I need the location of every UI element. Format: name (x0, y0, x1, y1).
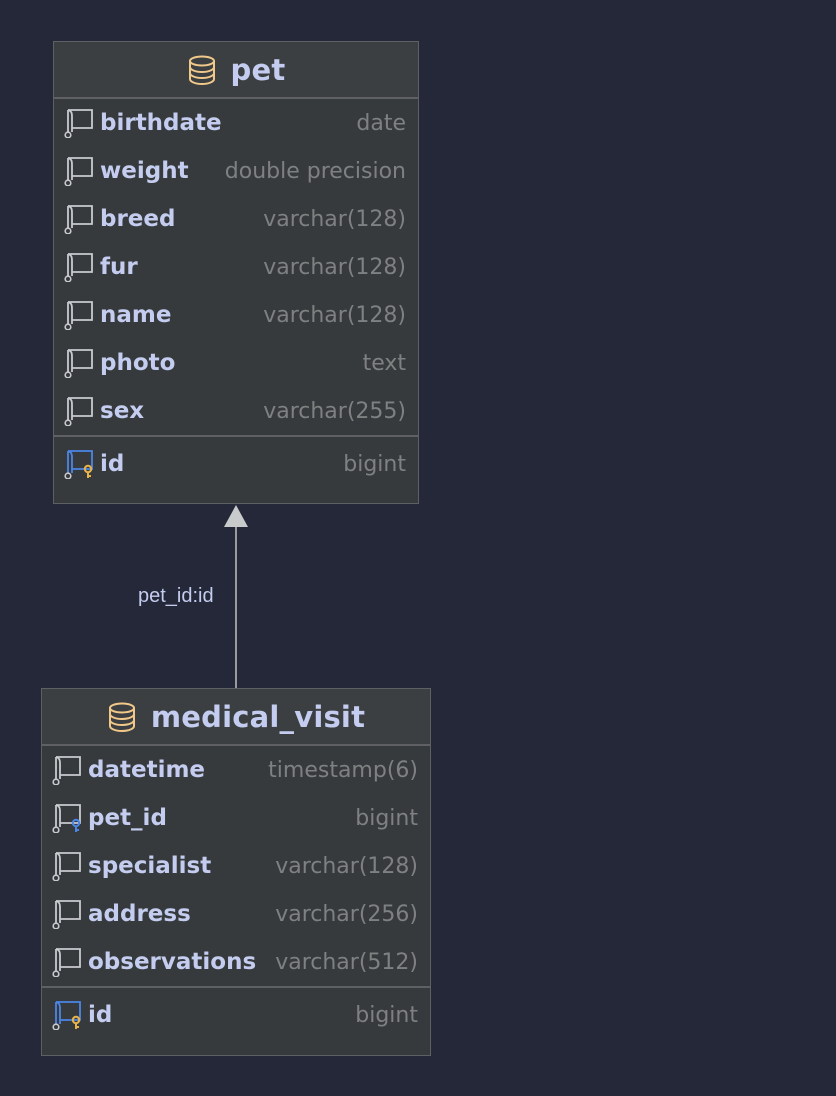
column-row-weight[interactable]: weight double precision (54, 147, 418, 195)
column-type: timestamp(6) (264, 757, 418, 783)
column-type: varchar(128) (259, 206, 406, 232)
column-row-birthdate[interactable]: birthdate date (54, 99, 418, 147)
column-type: varchar(256) (271, 901, 418, 927)
column-type: varchar(128) (259, 254, 406, 280)
column-row-fur[interactable]: fur varchar(128) (54, 243, 418, 291)
column-name: breed (100, 206, 176, 232)
foreign-key-column-icon (52, 804, 81, 833)
column-name: birthdate (100, 110, 222, 136)
column-icon (64, 349, 93, 378)
database-icon (188, 55, 215, 85)
column-type: varchar(128) (271, 853, 418, 879)
column-icon (64, 157, 93, 186)
column-name: specialist (88, 853, 212, 879)
primary-key-column-icon (64, 450, 93, 479)
column-type: varchar(128) (259, 302, 406, 328)
primary-key-row[interactable]: id bigint (42, 986, 430, 1042)
column-name: weight (100, 158, 189, 184)
column-type: bigint (351, 805, 418, 831)
column-type: text (358, 350, 406, 376)
database-icon (108, 702, 135, 732)
column-type: varchar(255) (259, 398, 406, 424)
table-medical-visit[interactable]: medical_visit datetime timestamp(6) pet_id… (41, 688, 431, 1056)
primary-key-column-icon (52, 1001, 81, 1030)
table-title: pet (230, 52, 286, 87)
table-header[interactable]: medical_visit (42, 689, 430, 746)
primary-key-row[interactable]: id bigint (54, 435, 418, 491)
column-row-breed[interactable]: breed varchar(128) (54, 195, 418, 243)
column-type: double precision (220, 158, 406, 184)
relationship-label: pet_id:id (138, 585, 214, 607)
column-type: bigint (339, 451, 406, 477)
column-icon (64, 109, 93, 138)
column-row-specialist[interactable]: specialist varchar(128) (42, 842, 430, 890)
column-row-pet_id[interactable]: pet_id bigint (42, 794, 430, 842)
column-list: datetime timestamp(6) pet_id bigint speciali… (42, 746, 430, 986)
column-name: name (100, 302, 172, 328)
column-icon (64, 301, 93, 330)
column-name: id (88, 1002, 113, 1028)
column-name: sex (100, 398, 145, 424)
column-type: bigint (351, 1002, 418, 1028)
column-name: photo (100, 350, 176, 376)
column-name: address (88, 901, 191, 927)
column-name: fur (100, 254, 138, 280)
column-icon (52, 948, 81, 977)
table-header[interactable]: pet (54, 42, 418, 99)
column-name: datetime (88, 757, 206, 783)
column-name: observations (88, 949, 256, 975)
column-row-name[interactable]: name varchar(128) (54, 291, 418, 339)
column-row-photo[interactable]: photo text (54, 339, 418, 387)
arrowhead-icon (224, 505, 248, 527)
column-icon (52, 900, 81, 929)
column-icon (64, 253, 93, 282)
column-icon (64, 205, 93, 234)
table-title: medical_visit (150, 699, 366, 734)
column-icon (52, 852, 81, 881)
column-name: id (100, 451, 125, 477)
column-list: birthdate date weight double precision breed… (54, 99, 418, 435)
column-row-address[interactable]: address varchar(256) (42, 890, 430, 938)
column-row-observations[interactable]: observations varchar(512) (42, 938, 430, 986)
column-icon (64, 397, 93, 426)
column-icon (52, 756, 81, 785)
column-type: varchar(512) (271, 949, 418, 975)
column-name: pet_id (88, 805, 167, 831)
column-row-sex[interactable]: sex varchar(255) (54, 387, 418, 435)
column-type: date (352, 110, 406, 136)
column-row-datetime[interactable]: datetime timestamp(6) (42, 746, 430, 794)
